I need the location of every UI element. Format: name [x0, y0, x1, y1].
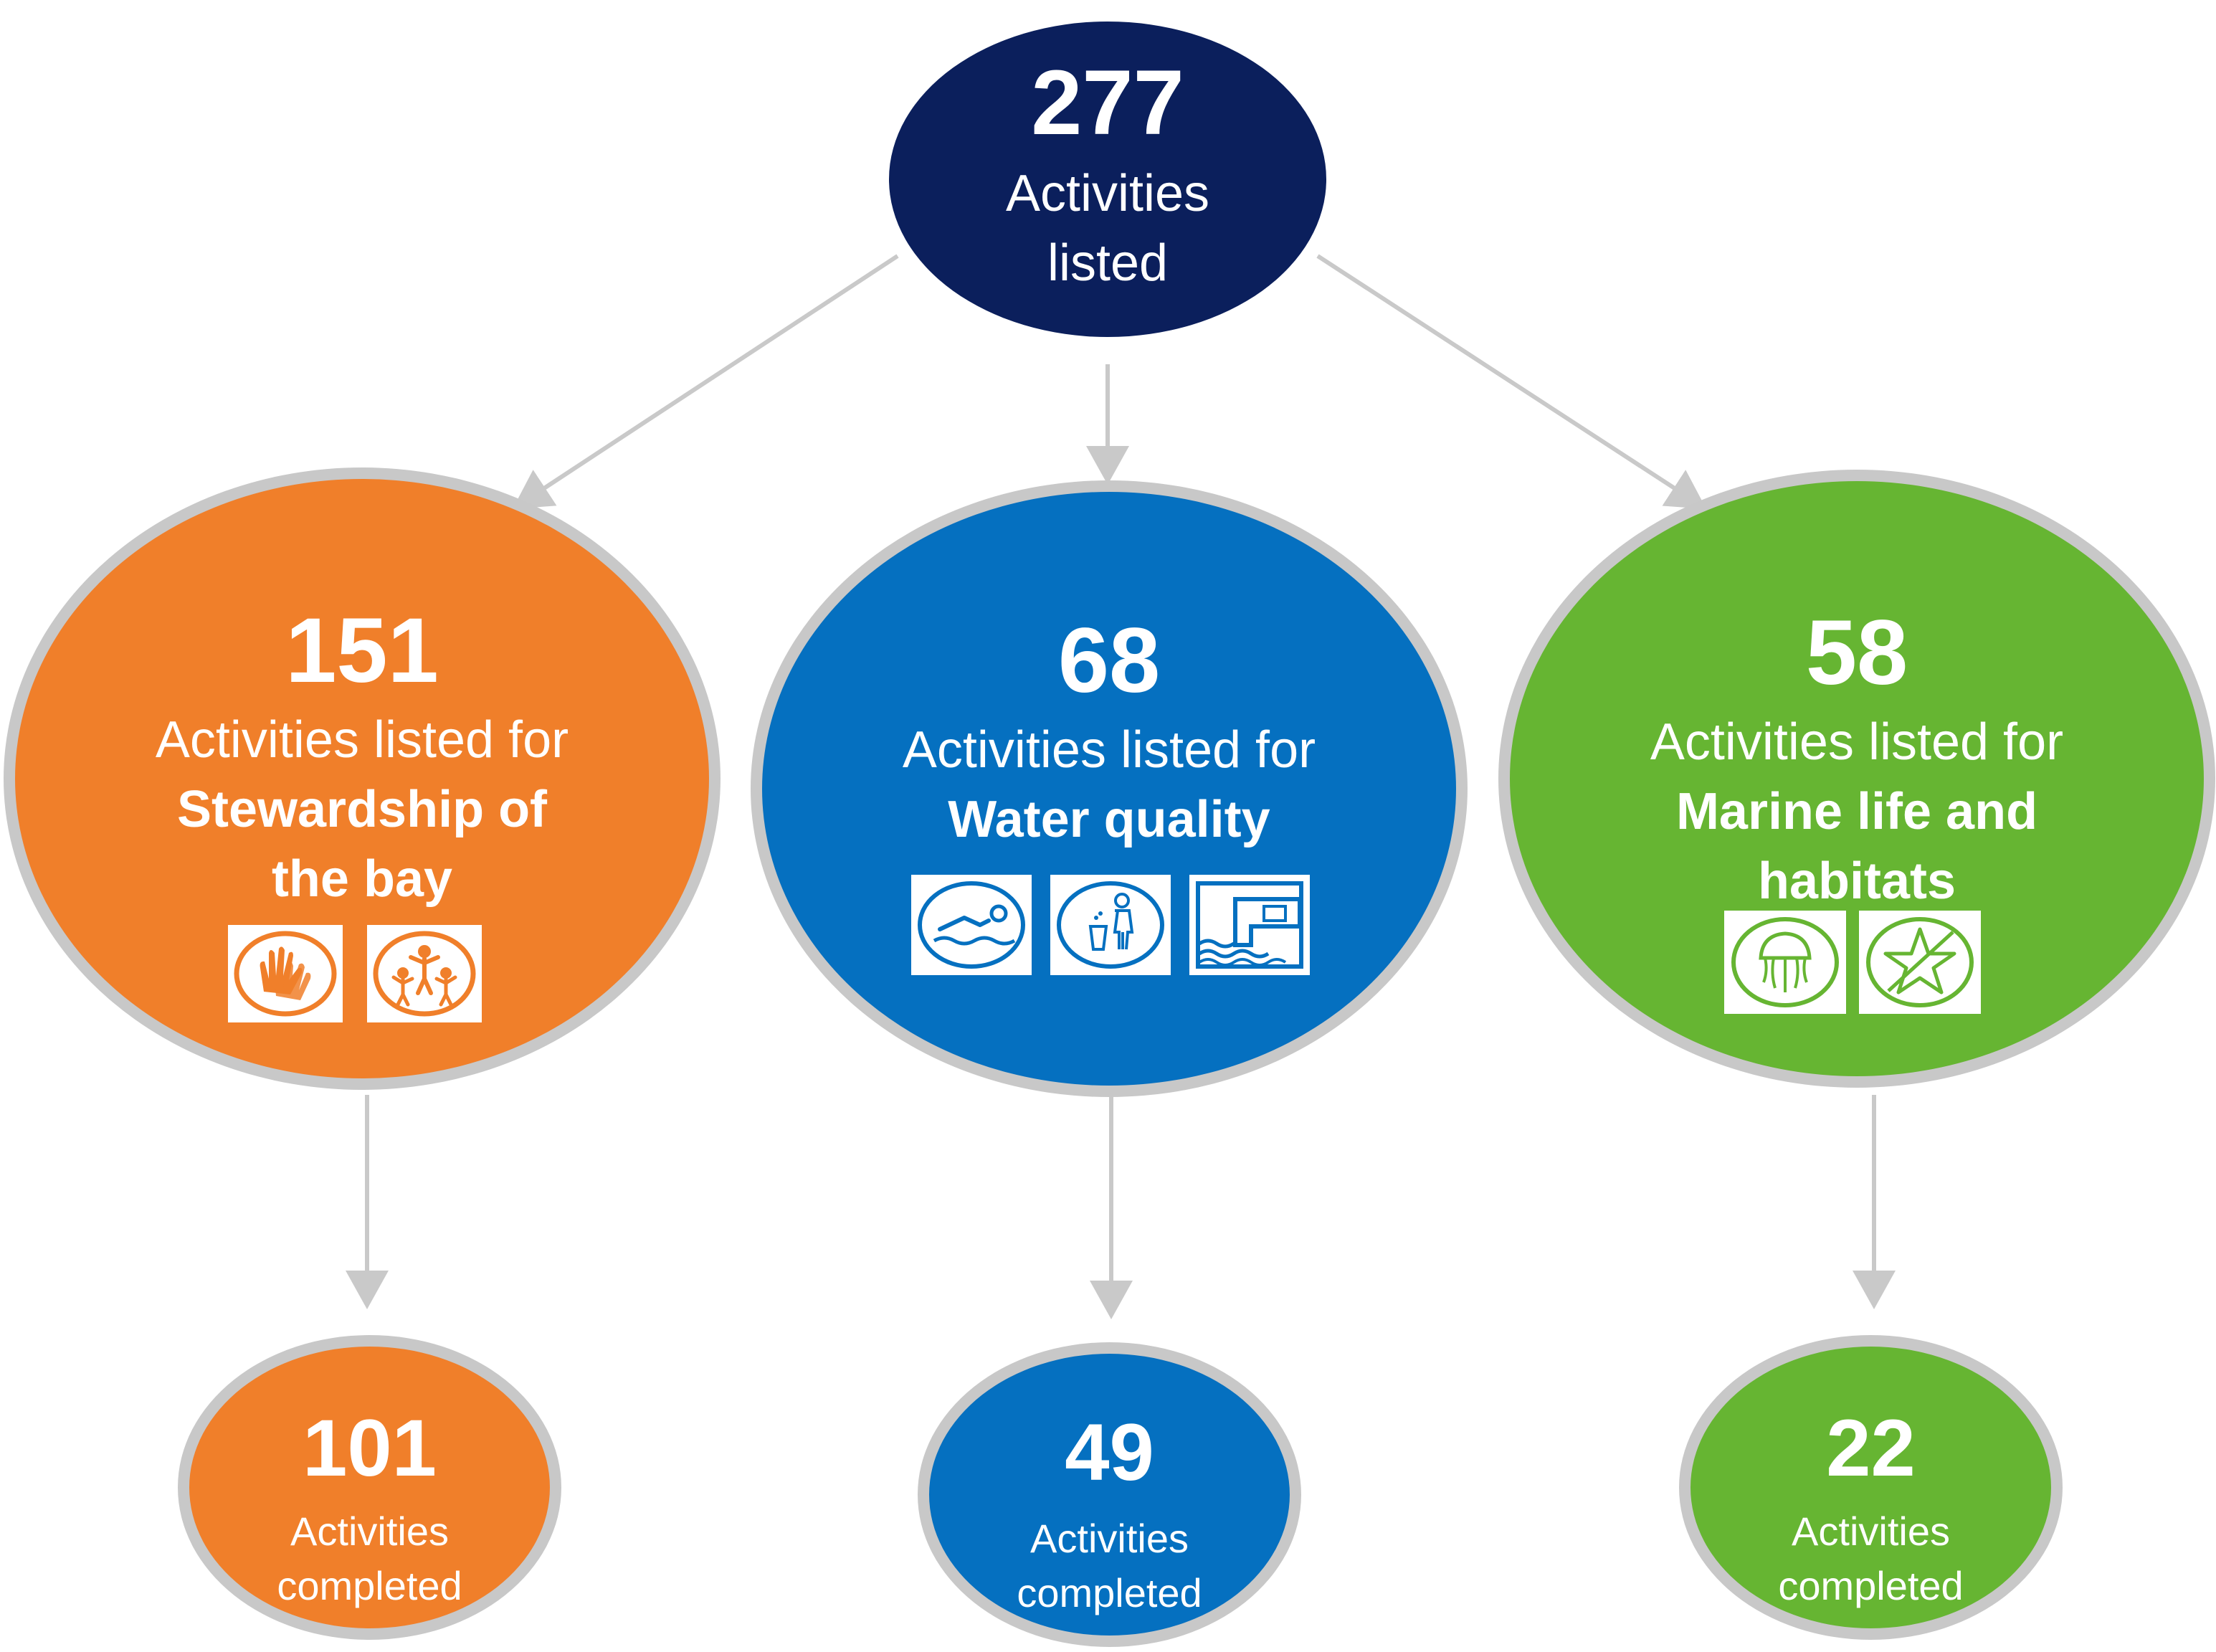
- root-total-number: 277: [1031, 52, 1184, 154]
- stewardship-prefix: Activities listed for: [155, 711, 569, 769]
- marine-life-prefix: Activities listed for: [1650, 713, 2064, 771]
- stewardship-title-line1: Stewardship of: [176, 781, 548, 839]
- jellyfish-icon: [1724, 911, 1846, 1014]
- swimmer-icon: [911, 875, 1032, 975]
- water-quality-completed-line2: completed: [1017, 1570, 1202, 1615]
- water-quality-title-line1: Water quality: [948, 791, 1270, 849]
- arrow-root-to-stewardship: [512, 254, 899, 509]
- marine-life-completed-line1: Activities: [1792, 1509, 1950, 1554]
- stewardship-completed-number: 101: [303, 1403, 437, 1493]
- stewardship-number: 151: [285, 599, 439, 702]
- water-quality-completed-node: 49 Activities completed: [918, 1342, 1301, 1647]
- root-node: 277 Activities listed: [889, 22, 1326, 337]
- marine-life-icon-row: [1724, 911, 1981, 1014]
- root-label-line2: listed: [1047, 234, 1169, 293]
- stewardship-completed-line2: completed: [277, 1562, 462, 1608]
- marine-life-title-line2: habitats: [1757, 853, 1956, 911]
- root-label-line1: Activities: [1005, 165, 1210, 222]
- helping-hands-icon: [228, 925, 343, 1022]
- stewardship-title-line2: the bay: [271, 850, 453, 908]
- water-quality-node: 68 Activities listed for Water quality: [751, 480, 1468, 1097]
- litter-bin-person-icon: [1050, 875, 1171, 975]
- water-quality-completed-number: 49: [1065, 1407, 1154, 1497]
- marine-life-title-line1: Marine life and: [1675, 783, 2038, 841]
- marine-life-completed-line2: completed: [1778, 1562, 1964, 1608]
- starfish-icon: [1859, 911, 1981, 1014]
- stewardship-completed-line1: Activities: [290, 1509, 449, 1554]
- water-quality-prefix: Activities listed for: [902, 721, 1316, 779]
- arrow-root-to-marine-life: [1316, 254, 1707, 509]
- stewardship-icon-row: [228, 925, 482, 1022]
- stormwater-outfall-icon: [1189, 875, 1310, 975]
- marine-life-completed-node: 22 Activities completed: [1679, 1335, 2063, 1640]
- water-quality-completed-line1: Activities: [1030, 1516, 1189, 1561]
- water-quality-icon-row: [911, 875, 1310, 975]
- water-quality-number: 68: [1057, 609, 1161, 712]
- stewardship-completed-node: 101 Activities completed: [178, 1335, 561, 1640]
- marine-life-completed-number: 22: [1826, 1403, 1916, 1493]
- marine-life-number: 58: [1805, 602, 1908, 704]
- community-people-icon: [367, 925, 482, 1022]
